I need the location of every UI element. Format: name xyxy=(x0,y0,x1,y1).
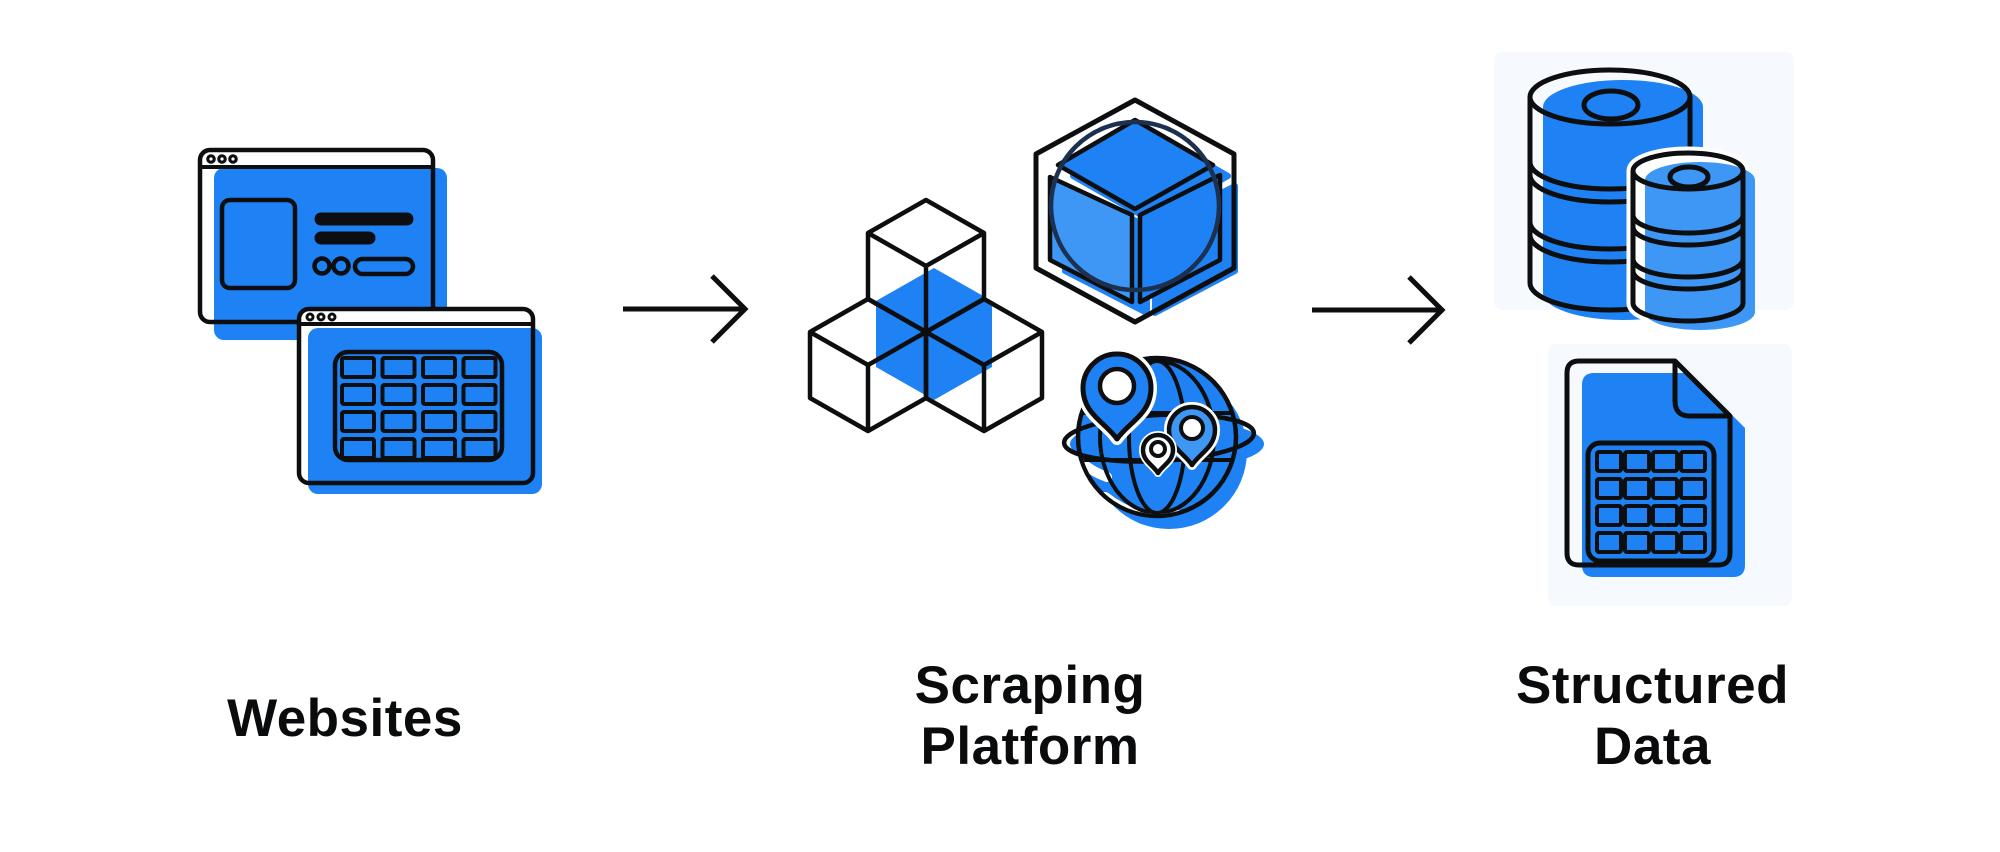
database-cylinders-icon xyxy=(1527,67,1755,330)
spreadsheet-grid-icon xyxy=(1585,440,1717,564)
location-pin-small-icon xyxy=(1139,431,1177,477)
radio-dot-icon xyxy=(331,256,351,276)
browser-window-icon xyxy=(197,147,447,340)
globe-location-pins-icon xyxy=(1061,348,1264,529)
arrow-right-icon xyxy=(623,274,749,344)
pill-button-icon xyxy=(352,256,416,277)
isometric-cube-stack-icon xyxy=(807,197,1045,434)
location-pin-medium-icon xyxy=(1164,402,1220,470)
open-cube-sphere-icon xyxy=(1033,97,1238,325)
location-pin-large-icon xyxy=(1077,348,1157,445)
inscribed-sphere xyxy=(1048,119,1222,293)
file-outline xyxy=(1564,358,1733,568)
window-dots-icon xyxy=(305,312,337,322)
cube-left-face xyxy=(1047,174,1135,305)
cube-right-face xyxy=(1137,172,1223,305)
arrow-right-icon xyxy=(1312,275,1446,345)
folded-corner xyxy=(1672,361,1730,419)
radio-dot-icon xyxy=(312,256,332,276)
table-browser-window-icon xyxy=(296,306,542,494)
websites-icon-group xyxy=(197,147,542,494)
stage-label-scraping-platform: Scraping Platform xyxy=(914,656,1146,776)
spreadsheet-file-icon xyxy=(1564,358,1745,577)
window-dots-icon xyxy=(206,154,238,164)
cube-top-face xyxy=(1055,117,1216,212)
stage-label-structured-data: Structured Data xyxy=(1516,656,1789,776)
database-small xyxy=(1626,146,1755,330)
image-placeholder-icon xyxy=(219,197,298,291)
stage-label-websites: Websites xyxy=(227,689,463,748)
data-table-icon xyxy=(332,349,505,463)
